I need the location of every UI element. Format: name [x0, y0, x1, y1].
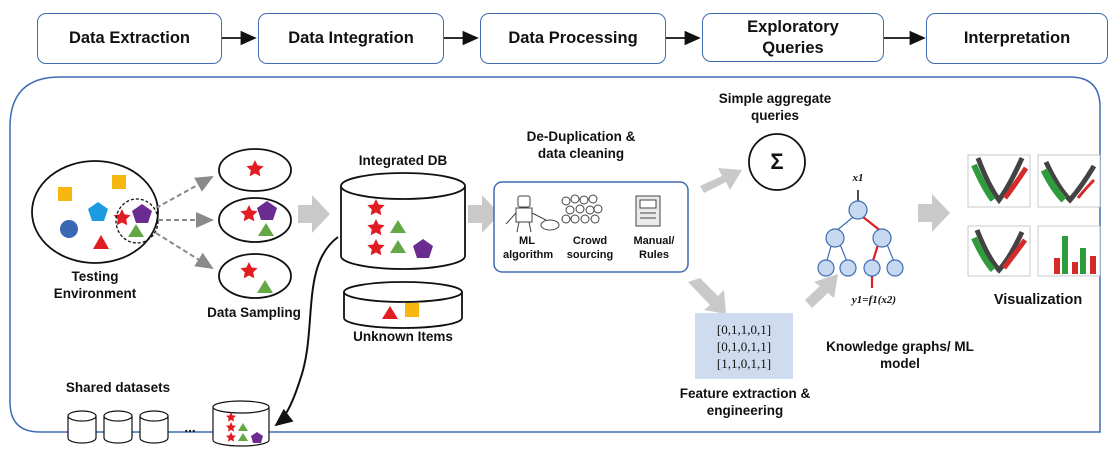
flow-arrow-1 — [298, 195, 330, 233]
sampling-arrow-1 — [155, 176, 214, 209]
shape-star — [367, 239, 385, 256]
stage-data-integration: Data Integration — [258, 13, 444, 64]
shape-star — [240, 262, 258, 279]
shape-triangle — [390, 240, 406, 253]
stage-data-processing: Data Processing — [480, 13, 666, 64]
feature-vector-box: [0,1,1,0,1] [0,1,0,1,1] [1,1,0,1,1] — [695, 313, 793, 379]
shape-square — [405, 303, 419, 317]
robot-icon — [505, 195, 560, 233]
shape-star — [367, 219, 385, 236]
sample-ellipse-2 — [218, 197, 292, 243]
sampling-arrow-3 — [155, 232, 214, 270]
shape-square — [58, 187, 72, 201]
shape-star — [226, 412, 236, 422]
shape-star — [367, 199, 385, 216]
shape-triangle — [93, 235, 109, 249]
feature-extraction-label: Feature extraction & engineering — [679, 386, 811, 418]
shape-pentagon — [413, 239, 433, 258]
shape-pentagon — [132, 204, 152, 223]
stage-interpretation: Interpretation — [926, 13, 1108, 64]
small-cylinders — [67, 400, 270, 447]
volcano-plot-c — [967, 225, 1031, 277]
shape-triangle — [390, 220, 406, 233]
kg-ml-label: Knowledge graphs/ ML model — [826, 339, 974, 371]
crowd-icon — [561, 194, 603, 224]
shape-circle — [60, 220, 78, 238]
feature-vector: [0,1,1,0,1] — [716, 321, 772, 337]
feature-vector: [0,1,0,1,1] — [716, 338, 772, 354]
shape-pentagon — [251, 432, 263, 443]
shape-triangle — [238, 433, 248, 441]
tree-root-label: x1 — [852, 172, 864, 184]
stage-exploratory-queries: Exploratory Queries — [702, 13, 884, 62]
flow-arrow-4 — [688, 278, 726, 314]
share-arrow — [274, 236, 339, 427]
crowd-sourcing-label: Crowd sourcing — [566, 235, 614, 261]
bar-plot-d — [1037, 225, 1101, 277]
main-panel — [9, 76, 1101, 433]
shape-star — [226, 422, 236, 432]
shared-datasets-label: Shared datasets — [65, 380, 171, 395]
dedup-label: De-Duplication & data cleaning — [526, 129, 636, 161]
testing-env-label: Testing Environment — [53, 269, 137, 301]
flow-arrow-3 — [700, 168, 742, 193]
tree-output-label: y1=f1(x2) — [851, 294, 897, 306]
shape-triangle — [258, 223, 274, 236]
simple-aggregate-label: Simple aggregate queries — [718, 91, 832, 123]
sigma-symbol: Σ — [770, 149, 784, 174]
stage-data-extraction: Data Extraction — [37, 13, 222, 64]
shape-triangle — [128, 224, 144, 237]
shape-pentagon — [88, 202, 108, 221]
book-icon — [635, 195, 661, 227]
shape-triangle — [238, 423, 248, 431]
flow-arrow-2 — [468, 195, 500, 233]
tree-graph — [817, 190, 904, 288]
feature-vector: [1,1,0,1,1] — [716, 355, 772, 371]
sample-ellipse-3 — [218, 253, 292, 299]
shape-star — [246, 160, 264, 177]
flow-arrow-6 — [918, 194, 950, 232]
ml-algorithm-label: ML algorithm — [503, 235, 554, 261]
data-sampling-label: Data Sampling — [207, 305, 301, 320]
shape-pentagon — [257, 201, 277, 220]
sigma-circle — [748, 133, 806, 191]
shape-square — [112, 175, 126, 189]
shape-star — [226, 432, 236, 442]
shape-star — [240, 205, 258, 222]
manual-rules-label: Manual/ Rules — [633, 235, 675, 261]
shape-triangle — [257, 280, 273, 293]
ellipsis: ... — [184, 420, 196, 435]
shape-star — [113, 209, 131, 226]
volcano-plot-a — [967, 154, 1031, 208]
volcano-plot-b — [1037, 154, 1101, 208]
visualization-label: Visualization — [993, 292, 1083, 308]
unknown-items-label: Unknown Items — [353, 329, 453, 344]
flow-arrow-5 — [805, 274, 838, 308]
integrated-db-label: Integrated DB — [358, 153, 448, 168]
shape-triangle — [382, 306, 398, 319]
